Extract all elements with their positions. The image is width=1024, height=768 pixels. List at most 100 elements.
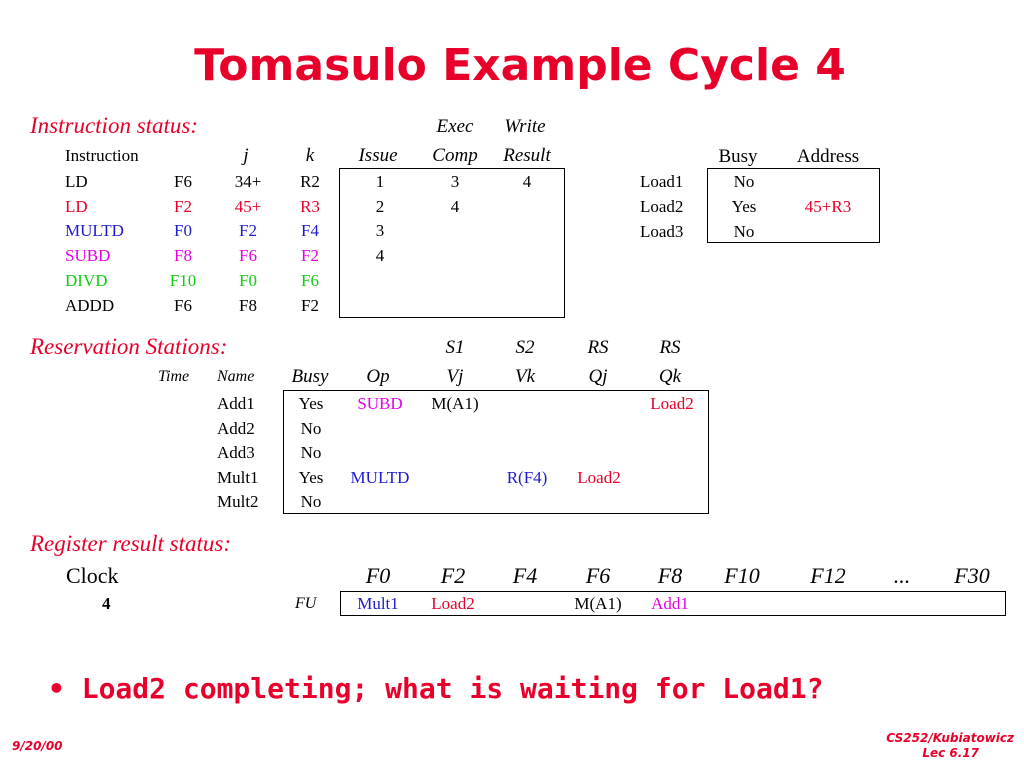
register-header-f2: F2 — [440, 563, 466, 588]
instr-dest-cell: F8 — [174, 246, 192, 266]
load-address-header: Address — [796, 146, 860, 167]
rs-name-cell: Mult2 — [217, 492, 259, 512]
register-header-ellipsis: ... — [893, 563, 911, 588]
rs-j-header: RS — [587, 337, 609, 358]
rs-busy-cell: No — [300, 443, 322, 463]
instr-dest-cell: F6 — [174, 172, 192, 191]
register-header-f30: F30 — [954, 563, 990, 588]
instr-issue-cell: 3 — [375, 221, 385, 241]
footer-lecture: Lec 6.17 — [922, 746, 979, 760]
instr-op-cell: DIVD — [65, 270, 108, 290]
instr-j-cell: F6 — [239, 246, 257, 266]
load-name-cell: Load2 — [640, 197, 684, 216]
instr-op-cell: SUBD — [65, 246, 111, 266]
load-busy-cell: No — [733, 222, 755, 241]
slide-title: Tomasulo Example Cycle 4 — [194, 40, 846, 91]
instr-issue-cell: 2 — [375, 196, 385, 216]
clock-label: Clock — [66, 563, 119, 588]
instr-op-cell: MULTD — [65, 221, 124, 241]
rs-op-cell: MULTD — [350, 467, 410, 487]
register-value-cell: Load2 — [431, 594, 475, 613]
clock-value: 4 — [102, 594, 111, 613]
qk-col-header: Qk — [658, 366, 682, 387]
instr-j-cell: F2 — [239, 221, 257, 241]
instr-k-cell: R3 — [300, 196, 320, 216]
register-header-f12: F12 — [810, 563, 846, 588]
s1-header: S1 — [445, 337, 465, 358]
instr-k-cell: R2 — [300, 172, 320, 191]
instr-k-cell: F4 — [301, 221, 319, 241]
register-value-cell: M(A1) — [574, 594, 622, 613]
register-header-f8: F8 — [657, 563, 683, 588]
bullet-point: • Load2 completing; what is waiting for … — [48, 672, 823, 705]
rs-vk-cell: R(F4) — [506, 467, 548, 487]
register-header-f6: F6 — [585, 563, 611, 588]
register-header-f10: F10 — [724, 563, 760, 588]
instr-dest-cell: F2 — [174, 196, 192, 216]
j-col-header: j — [243, 145, 249, 166]
rs-name-cell: Add2 — [217, 418, 255, 438]
op-col-header: Op — [366, 366, 390, 387]
rs-busy-col-header: Busy — [291, 366, 329, 387]
exec-header: Exec — [436, 116, 474, 137]
time-col-header: Time — [158, 368, 190, 385]
name-col-header: Name — [217, 368, 255, 385]
write-header: Write — [504, 116, 546, 137]
instr-issue-cell: 1 — [375, 172, 385, 191]
instr-k-cell: F2 — [301, 295, 319, 315]
instr-dest-cell: F6 — [174, 295, 192, 315]
load-buffers-box — [707, 168, 880, 243]
rs-name-cell: Add1 — [217, 394, 255, 413]
rs-op-cell: SUBD — [357, 394, 403, 413]
instr-dest-cell: F0 — [174, 221, 192, 241]
rs-qk-cell: Load2 — [650, 394, 694, 413]
register-header-f0: F0 — [365, 563, 391, 588]
bullet-mark: • — [48, 672, 65, 705]
rs-name-cell: Mult1 — [217, 467, 259, 487]
footer-course: CS252/Kubiatowicz — [886, 731, 1014, 745]
instruction-col-header: Instruction — [65, 146, 139, 165]
rs-busy-cell: No — [300, 492, 322, 512]
instr-j-cell: 34+ — [234, 172, 262, 191]
instr-k-cell: F2 — [301, 246, 319, 266]
instruction-status-label: Instruction status: — [30, 113, 199, 138]
instr-j-cell: 45+ — [234, 196, 262, 216]
vj-col-header: Vj — [446, 366, 464, 387]
load-busy-cell: No — [733, 172, 755, 191]
instr-issue-cell: 4 — [375, 246, 385, 266]
reservation-stations-box — [283, 390, 709, 514]
rs-busy-cell: No — [300, 418, 322, 438]
instr-k-cell: F6 — [301, 270, 319, 290]
register-value-cell: Add1 — [651, 594, 689, 613]
instr-op-cell: LD — [65, 172, 88, 191]
instr-comp-cell: 3 — [450, 172, 460, 191]
load-name-cell: Load1 — [640, 172, 684, 191]
rs-k-header: RS — [659, 337, 681, 358]
instr-op-cell: ADDD — [65, 295, 115, 315]
register-status-label: Register result status: — [30, 531, 232, 556]
register-value-cell: Mult1 — [357, 594, 399, 613]
qj-col-header: Qj — [588, 366, 608, 387]
load-address-cell: 45+R3 — [804, 197, 852, 216]
vk-col-header: Vk — [514, 366, 536, 387]
rs-name-cell: Add3 — [217, 443, 255, 463]
s2-header: S2 — [515, 337, 535, 358]
instr-comp-cell: 4 — [450, 196, 460, 216]
register-header-f4: F4 — [512, 563, 538, 588]
instr-op-cell: LD — [65, 196, 88, 216]
instr-j-cell: F8 — [239, 295, 257, 315]
result-col-header: Result — [503, 145, 551, 166]
load-busy-cell: Yes — [731, 197, 757, 216]
load-busy-header: Busy — [718, 146, 758, 167]
rs-busy-cell: Yes — [298, 394, 324, 413]
bullet-text: Load2 completing; what is waiting for Lo… — [81, 672, 824, 705]
rs-busy-cell: Yes — [298, 467, 324, 487]
rs-qj-cell: Load2 — [577, 467, 621, 487]
k-col-header: k — [305, 145, 315, 166]
load-name-cell: Load3 — [640, 222, 684, 241]
fu-label: FU — [295, 595, 317, 612]
register-status-box — [340, 591, 1006, 616]
instr-result-cell: 4 — [522, 172, 532, 191]
instr-dest-cell: F10 — [169, 270, 197, 290]
rs-vj-cell: M(A1) — [431, 394, 479, 413]
